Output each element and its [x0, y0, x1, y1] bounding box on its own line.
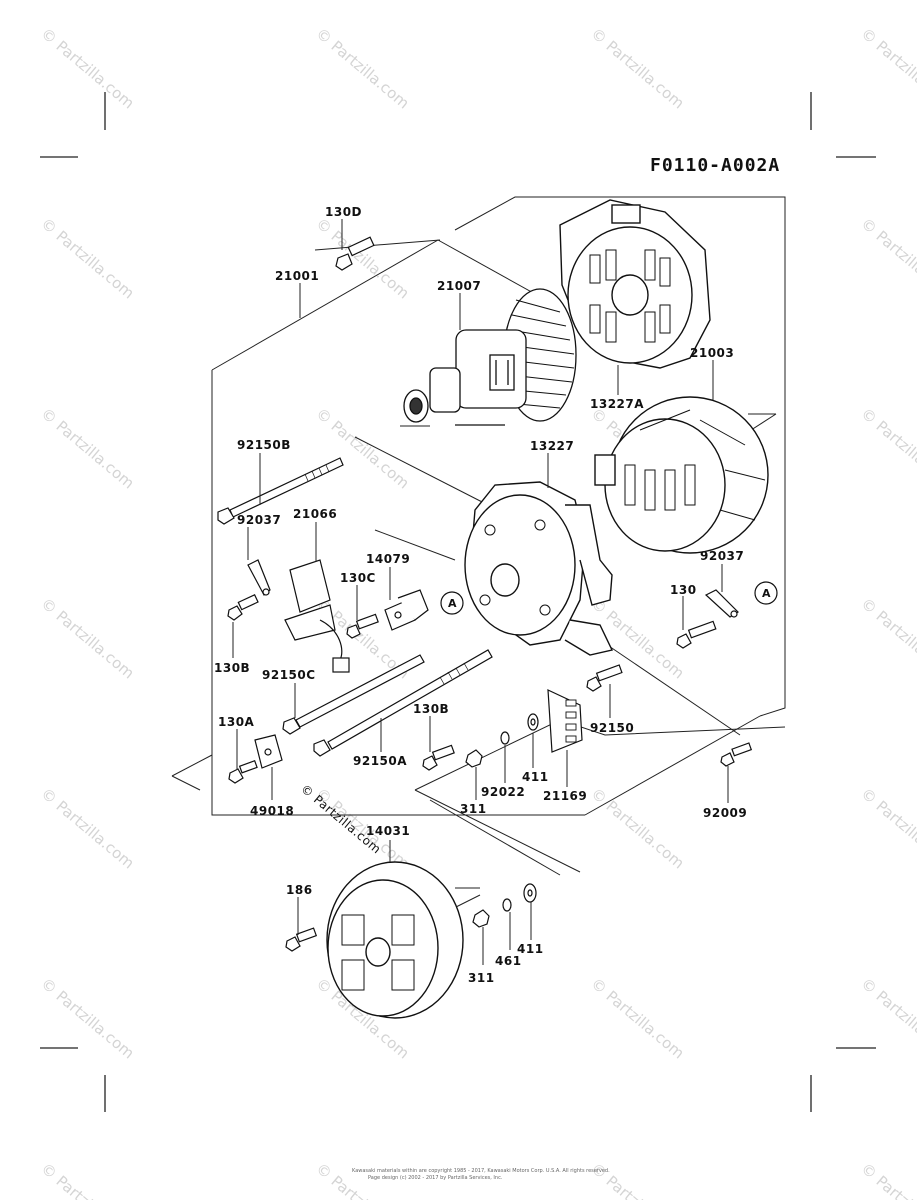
watermark-text: © Partzilla.com: [857, 1159, 917, 1200]
label-21003[interactable]: 21003: [690, 346, 734, 360]
brush-holder-21066[interactable]: [284, 559, 350, 673]
bolt-92150c[interactable]: [282, 654, 425, 735]
watermark-text: © Partzilla.com: [37, 974, 137, 1062]
bolt-130b-mid[interactable]: [422, 744, 455, 771]
clip-92037-left[interactable]: [247, 559, 271, 596]
label-21066[interactable]: 21066: [293, 507, 337, 521]
label-92150c[interactable]: 92150C: [262, 668, 316, 682]
washer-461[interactable]: [502, 898, 512, 912]
label-130[interactable]: 130: [670, 583, 697, 597]
label-130c[interactable]: 130C: [340, 571, 376, 585]
housing-13227a[interactable]: [559, 199, 711, 369]
rotor-21007[interactable]: [403, 288, 577, 426]
bracket-14079[interactable]: [384, 589, 429, 631]
watermark-text: © Partzilla.com: [37, 404, 137, 492]
watermark-text: © Partzilla.com: [587, 24, 687, 112]
washer-92022[interactable]: [500, 731, 510, 745]
bracket-49018[interactable]: [254, 734, 283, 769]
label-92022[interactable]: 92022: [481, 785, 525, 799]
label-92150[interactable]: 92150: [590, 721, 634, 735]
watermark-text: © Partzilla.com: [857, 24, 917, 112]
bolt-130d[interactable]: [335, 236, 375, 271]
label-49018[interactable]: 49018: [250, 804, 294, 818]
label-14079[interactable]: 14079: [366, 552, 410, 566]
watermark-text: © Partzilla.com: [37, 594, 137, 682]
watermark-text: © Partzilla.com: [312, 404, 412, 492]
cover-14031[interactable]: [326, 861, 464, 1019]
label-21007[interactable]: 21007: [437, 279, 481, 293]
label-14031[interactable]: 14031: [366, 824, 410, 838]
label-92037-left[interactable]: 92037: [237, 513, 281, 527]
watermark-text: © Partzilla.com: [37, 24, 137, 112]
terminal-block-21169[interactable]: [547, 689, 583, 753]
clip-92037-right[interactable]: [704, 589, 739, 618]
bolt-92150a[interactable]: [313, 649, 493, 757]
nut-311-bottom[interactable]: [472, 909, 490, 928]
watermark-text: © Partzilla.com: [857, 974, 917, 1062]
stator-21003[interactable]: [594, 396, 769, 554]
watermark-text: © Partzilla.com: [312, 24, 412, 112]
bolt-92150[interactable]: [586, 664, 623, 692]
washer-411-mid[interactable]: [527, 713, 539, 731]
watermark-text: © Partzilla.com: [37, 214, 137, 302]
label-92150b[interactable]: 92150B: [237, 438, 291, 452]
washer-411-bottom[interactable]: [523, 883, 537, 903]
callout-a-right[interactable]: A: [754, 581, 778, 605]
label-13227a[interactable]: 13227A: [590, 397, 644, 411]
watermark-text: © Partzilla.com: [312, 214, 412, 302]
label-311-bottom[interactable]: 311: [468, 971, 495, 985]
part-labels: 130D 21001 21007 21003 13227A 13227 9215…: [214, 205, 747, 985]
nut-311-mid[interactable]: [465, 749, 483, 768]
label-186[interactable]: 186: [286, 883, 313, 897]
label-92037-right[interactable]: 92037: [700, 549, 744, 563]
svg-text:A: A: [762, 587, 771, 600]
svg-text:A: A: [448, 597, 457, 610]
diagram-code: F0110-A002A: [650, 155, 780, 176]
bolt-92150b[interactable]: [217, 457, 344, 525]
label-13227[interactable]: 13227: [530, 439, 574, 453]
watermark-text: © Partzilla.com: [857, 594, 917, 682]
housing-13227[interactable]: [464, 481, 614, 656]
label-21001[interactable]: 21001: [275, 269, 319, 283]
bolt-186[interactable]: [285, 927, 318, 952]
bolt-130-right[interactable]: [676, 620, 717, 649]
crop-marks: [40, 92, 876, 1112]
label-130a[interactable]: 130A: [218, 715, 255, 729]
bolt-130a[interactable]: [228, 759, 258, 784]
watermark-text: © Partzilla.com: [857, 214, 917, 302]
watermark-text: © Partzilla.com: [37, 1159, 137, 1200]
copyright-line-2: Page design (c) 2002 - 2017 by Partzilla…: [368, 1175, 503, 1181]
callout-a-center[interactable]: A: [440, 591, 464, 615]
label-411-bottom[interactable]: 411: [517, 942, 544, 956]
watermark-text: © Partzilla.com: [587, 1159, 687, 1200]
label-92009[interactable]: 92009: [703, 806, 747, 820]
label-130b-left[interactable]: 130B: [214, 661, 250, 675]
watermark-text: © Partzilla.com: [587, 784, 687, 872]
watermark-text: © Partzilla.com: [587, 974, 687, 1062]
watermark-text: © Partzilla.com: [857, 404, 917, 492]
copyright-line-1: Kawasaki materials within are copyright …: [352, 1168, 610, 1174]
label-92150a[interactable]: 92150A: [353, 754, 407, 768]
watermark-text: © Partzilla.com: [37, 784, 137, 872]
label-311-mid[interactable]: 311: [460, 802, 487, 816]
label-130b-mid[interactable]: 130B: [413, 702, 449, 716]
screw-92009[interactable]: [720, 742, 753, 767]
label-21169[interactable]: 21169: [543, 789, 587, 803]
label-130d[interactable]: 130D: [325, 205, 362, 219]
label-461[interactable]: 461: [495, 954, 522, 968]
leader-lines: [232, 219, 729, 965]
label-411-mid[interactable]: 411: [522, 770, 549, 784]
bolt-130b-left[interactable]: [227, 593, 259, 621]
bolt-130c[interactable]: [346, 613, 379, 639]
center-watermark: © Partzilla.com: [298, 782, 384, 857]
watermark-text: © Partzilla.com: [857, 784, 917, 872]
